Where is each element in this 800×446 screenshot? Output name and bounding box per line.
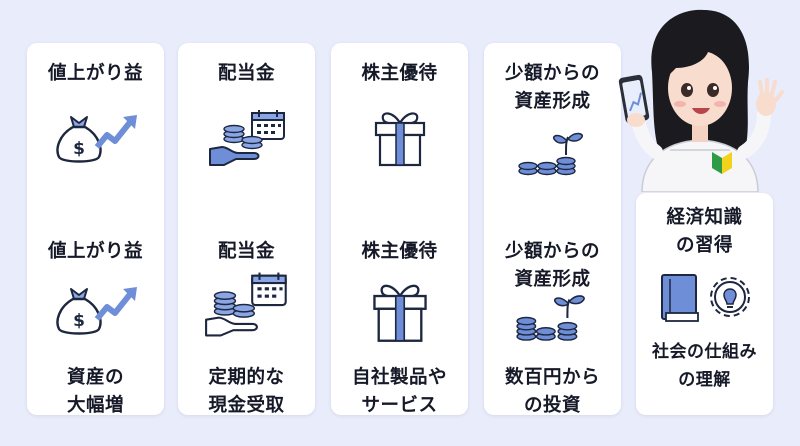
card-description-line-2: サービス: [361, 395, 438, 416]
card-description-line-2: 現金受取: [208, 395, 285, 416]
card-description-line-1: 自社製品や: [351, 367, 447, 388]
card-description-line-2: 大幅増: [66, 395, 124, 416]
hand-coins-calendar-icon: [208, 109, 292, 167]
coins-sprout-icon: [514, 293, 590, 343]
card-description-line-1: 数百円から: [504, 367, 600, 388]
card-title-repeat-line-2: 資産形成: [514, 269, 591, 290]
card-dividends: 配当金 配当金 定期的な 現: [178, 43, 315, 416]
card-economic-knowledge: 経済知識 の習得 社会の仕組み の理解: [636, 193, 773, 415]
card-shareholder-benefits: 株主優待 株主優待 自社製品や サービス: [331, 43, 468, 416]
svg-text:$: $: [73, 139, 85, 159]
card-title-line-2: 資産形成: [514, 91, 591, 112]
card-description-line-2: の投資: [523, 395, 581, 416]
card-description-line-1: 資産の: [66, 367, 124, 388]
card-title-repeat: 株主優待: [361, 241, 438, 262]
card-title: 配当金: [217, 63, 275, 84]
hand-coins-calendar-icon: [204, 271, 292, 337]
card-title: 株主優待: [361, 63, 438, 84]
card-title-line-1: 経済知識: [666, 207, 743, 228]
money-bag-growth-icon: $: [51, 281, 141, 337]
book-lightbulb-icon: [658, 271, 754, 325]
card-title-line-2: の習得: [675, 235, 733, 256]
card-title-repeat-line-1: 少額からの: [504, 241, 600, 262]
card-title-repeat: 配当金: [217, 241, 275, 262]
coins-sprout-icon: [516, 131, 590, 179]
character-illustration: [612, 2, 788, 192]
gift-box-icon: [368, 279, 432, 345]
gift-box-icon: [371, 107, 429, 169]
svg-text:$: $: [73, 311, 85, 331]
card-title-repeat: 値上がり益: [47, 241, 143, 262]
card-small-investment: 少額からの 資産形成 少額からの 資産形成 数百円から の投資: [484, 43, 621, 416]
card-description-line-1: 社会の仕組み: [652, 342, 757, 362]
card-description-line-1: 定期的な: [208, 367, 285, 388]
card-title: 値上がり益: [47, 63, 143, 84]
card-description-line-2: の理解: [678, 370, 731, 390]
card-title-line-1: 少額からの: [504, 63, 600, 84]
card-capital-gains: 値上がり益 $ 値上がり益 $ 資産の 大幅増: [27, 43, 164, 416]
money-bag-growth-icon: $: [51, 109, 141, 165]
